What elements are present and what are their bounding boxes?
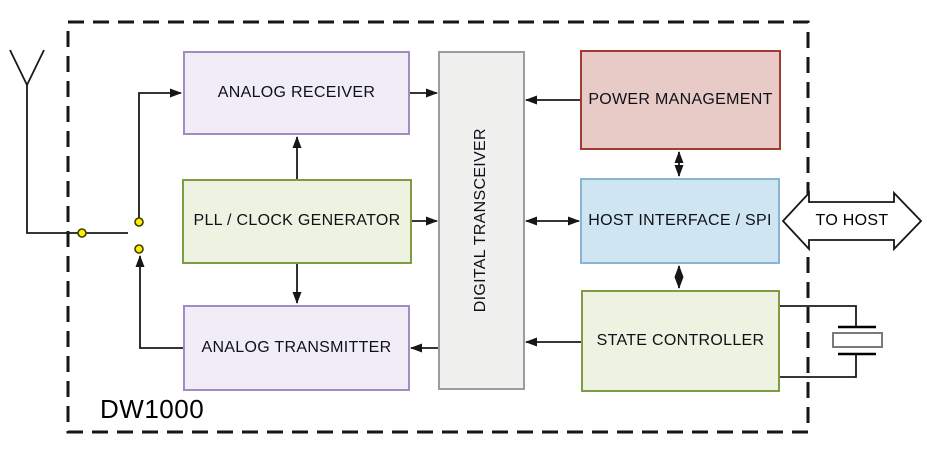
chip-name-label: DW1000 — [100, 394, 205, 424]
connector-switch-to-receiver — [138, 88, 182, 218]
block-state-controller: STATE CONTROLLER — [581, 290, 780, 392]
block-digital-transceiver: DIGITAL TRANSCEIVER — [438, 51, 525, 390]
block-analog-transmitter: ANALOG TRANSMITTER — [183, 305, 410, 391]
crystal-oscillator-icon — [780, 305, 883, 378]
rf-switch-nodes — [77, 217, 144, 254]
block-host-interface-spi: HOST INTERFACE / SPI — [580, 178, 780, 264]
block-pll-clock-generator: PLL / CLOCK GENERATOR — [182, 179, 412, 264]
to-host-label: TO HOST — [815, 212, 889, 229]
connector-transmitter-to-switch — [135, 255, 183, 349]
block-label: ANALOG TRANSMITTER — [201, 338, 392, 356]
block-label: POWER MANAGEMENT — [588, 90, 773, 108]
antenna-icon — [9, 49, 128, 234]
block-label: DIGITAL TRANSCEIVER — [472, 128, 490, 313]
block-label: PLL / CLOCK GENERATOR — [193, 212, 401, 230]
block-label: STATE CONTROLLER — [596, 331, 765, 349]
block-label: ANALOG RECEIVER — [217, 83, 376, 101]
block-label: HOST INTERFACE / SPI — [588, 211, 772, 229]
to-host-arrow — [781, 190, 923, 252]
block-analog-receiver: ANALOG RECEIVER — [183, 51, 410, 135]
block-power-management: POWER MANAGEMENT — [580, 50, 781, 150]
